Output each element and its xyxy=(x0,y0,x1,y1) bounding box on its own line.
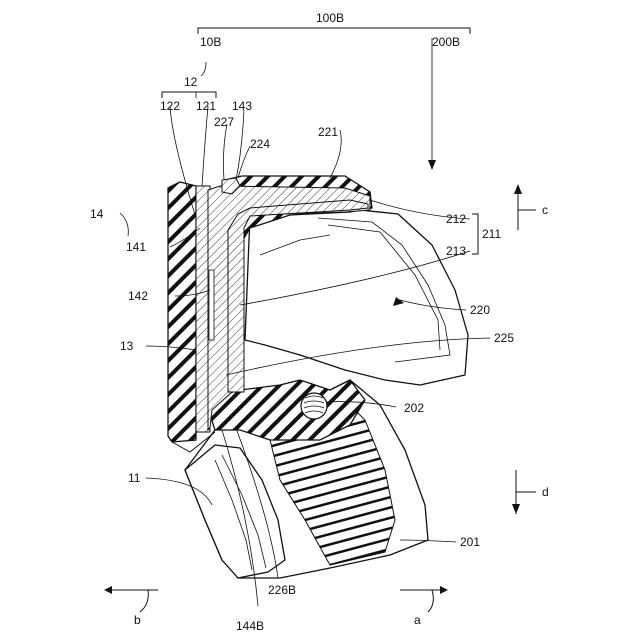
label-12: 12 xyxy=(184,75,198,89)
label-201: 201 xyxy=(460,535,480,549)
bracket-12 xyxy=(162,92,216,98)
label-213: 213 xyxy=(446,244,466,258)
label-a: a xyxy=(414,613,421,627)
label-b: b xyxy=(134,613,141,627)
label-202: 202 xyxy=(404,401,424,415)
label-141: 141 xyxy=(126,240,146,254)
label-13: 13 xyxy=(120,339,134,353)
outer-body-13 xyxy=(168,182,196,442)
label-100B: 100B xyxy=(316,11,344,25)
label-212: 212 xyxy=(446,212,466,226)
label-142: 142 xyxy=(128,289,148,303)
bracket-211 xyxy=(472,214,478,254)
label-d: d xyxy=(542,485,549,499)
label-200B: 200B xyxy=(432,35,460,49)
label-144B: 144B xyxy=(236,619,264,633)
label-14: 14 xyxy=(90,207,104,221)
label-225: 225 xyxy=(494,331,514,345)
label-220: 220 xyxy=(470,303,490,317)
spring-202 xyxy=(301,393,327,419)
label-143: 143 xyxy=(232,99,252,113)
label-11: 11 xyxy=(128,471,141,485)
label-122: 122 xyxy=(160,99,180,113)
slot-141 xyxy=(209,270,214,340)
label-10B: 10B xyxy=(200,35,221,49)
label-227: 227 xyxy=(214,115,234,129)
label-211: 211 xyxy=(482,227,501,241)
label-221: 221 xyxy=(318,125,338,139)
label-226B: 226B xyxy=(268,583,296,597)
label-224: 224 xyxy=(250,137,270,151)
label-121: 121 xyxy=(196,99,216,113)
bracket-100B xyxy=(198,28,470,34)
label-c: c xyxy=(542,203,548,217)
